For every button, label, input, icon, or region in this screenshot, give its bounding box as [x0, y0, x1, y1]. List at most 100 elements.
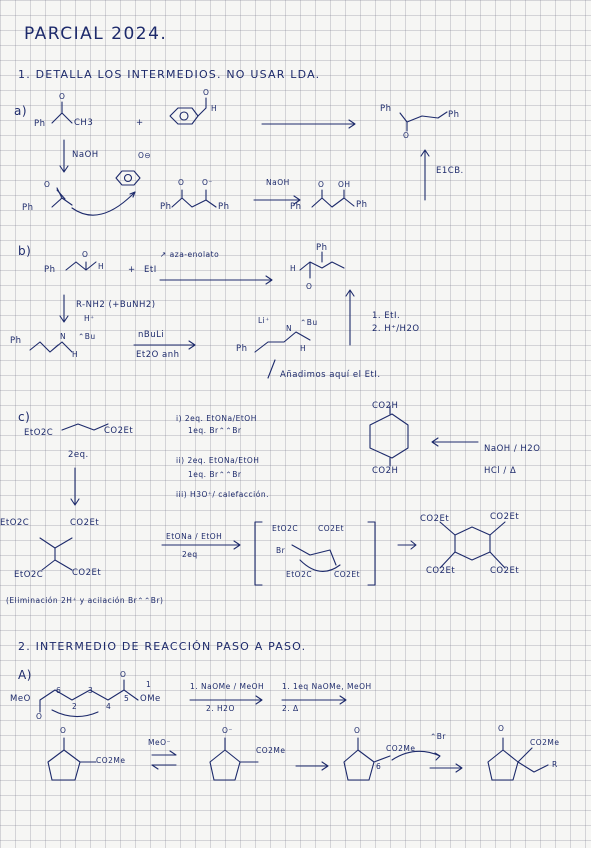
c-acid-top: CO2H: [372, 401, 399, 411]
q2a-arrow3: [295, 761, 329, 771]
a-enol-o: O: [44, 180, 51, 189]
q2a-num4: 4: [106, 702, 112, 711]
b-aza-skeleton: [254, 331, 311, 353]
q2-heading: 2. INTERMEDIO DE REACCIÓN PASO A PASO.: [18, 640, 307, 653]
q2a-arrow4: [429, 763, 463, 773]
a-prod-ph2: Ph: [448, 110, 460, 120]
a-int-o1: O: [178, 178, 185, 187]
q2a-num3: 3: [88, 686, 94, 695]
b-up-arrow: [345, 289, 355, 346]
b-note-bottom: Añadimos aquí el EtI.: [280, 370, 381, 380]
c-tetraester-skeleton: [39, 537, 73, 571]
c-cond2b: 1eq. Br⌃⌃Br: [188, 470, 242, 479]
b-amine: R-NH2 (+BuNH2): [76, 300, 156, 310]
a-enol-ph: Ph: [22, 203, 34, 213]
a-enolate-double: [56, 189, 66, 200]
a-aldol-o: O: [318, 180, 325, 189]
b-main-arrow: [159, 275, 273, 285]
c-tetra-ester3: EtO2C: [14, 570, 44, 580]
a-arrow-label: O⊖: [138, 151, 152, 160]
c-int-ester2: CO2Et: [318, 524, 345, 533]
q2a-meo-minus: MeO⁻: [148, 738, 171, 747]
c-tetra-ester1: EtO2C: [0, 518, 30, 528]
c-base-arrow: [161, 540, 241, 550]
q2a-ketoester-3: [343, 737, 391, 781]
c-int-br: Br: [276, 546, 286, 555]
q2a-cond2: 2. H2O: [206, 704, 235, 713]
q2a-k3-ester: CO2Me: [386, 744, 416, 753]
b-nbuli-arrow: [133, 340, 196, 350]
a-r1-ph: Ph: [34, 119, 46, 129]
q1b-label: b): [18, 244, 32, 258]
a-int-ph: Ph: [160, 202, 172, 212]
q2a-diester-skeleton: [39, 679, 139, 713]
c-prod-e3: CO2Et: [426, 566, 456, 576]
q2a-k4-r: R: [552, 760, 558, 769]
b-nbuli: nBuLi: [138, 330, 165, 340]
b-hplus: H⁺: [84, 314, 95, 323]
a-naoh2: NaOH: [266, 178, 290, 187]
c-prod-e2: CO2Et: [490, 512, 520, 522]
b-r-ph: Ph: [44, 265, 56, 275]
a-naoh: NaOH: [72, 150, 99, 160]
c-prod-e4: CO2Et: [490, 566, 520, 576]
a-ketone-skeleton: [51, 101, 73, 124]
b-product-skeleton: [299, 251, 345, 279]
a-naoh2-arrow: [253, 195, 301, 205]
c-int-arrow: [397, 540, 417, 550]
q2a-o-left: O: [36, 712, 43, 721]
c-right-ester: CO2Et: [104, 426, 134, 436]
a-aldol-skeleton: [311, 189, 355, 208]
b-et2o: Et2O anh: [136, 350, 180, 360]
b-imine-skeleton: [29, 341, 73, 353]
c-tetra-ester2: CO2Et: [70, 518, 100, 528]
a-benzaldehyde-ring: [169, 97, 207, 125]
q2a-num1: 1: [146, 680, 152, 689]
a-benzaldehyde-ring-2: [115, 170, 141, 186]
b-step1: 1. EtI.: [372, 311, 401, 321]
q2a-k2-ester: CO2Me: [256, 746, 286, 755]
b-eti: EtI: [144, 265, 157, 275]
a-alkoxide-skeleton: [171, 189, 217, 208]
b-imine-ph: Ph: [10, 336, 22, 346]
q2a-k3-o: O: [354, 726, 361, 735]
c-left-ester: EtO2C: [24, 428, 54, 438]
c-cond1a: i) 2eq. EtONa/EtOH: [176, 414, 257, 423]
q1c-label: c): [18, 410, 31, 424]
c-acid-bottom: CO2H: [372, 466, 399, 476]
c-tetra-ester4: CO2Et: [72, 568, 102, 578]
a-int-o2: O⁻: [202, 178, 213, 187]
a-product-skeleton: [399, 111, 448, 132]
b-aza-li: Li⁺: [258, 316, 270, 325]
q2a-product: [487, 737, 549, 781]
a-e1cb-arrow: [420, 149, 430, 201]
q2a-equil-arrows: [151, 750, 177, 770]
b-down-arrow: [59, 294, 69, 323]
q2a-arrow1: [189, 695, 263, 705]
b-step2: 2. H⁺/H2O: [372, 324, 420, 334]
q2a-o-right: O: [120, 670, 127, 679]
c-eq: 2eq.: [68, 450, 89, 460]
a-r1-ch3: CH3: [74, 118, 94, 128]
b-prod-ph: Ph: [316, 243, 328, 253]
q2a-sn2-curve: [391, 750, 441, 761]
q2a-label: A): [18, 668, 32, 682]
c-hydro1: NaOH / H2O: [484, 444, 541, 454]
c-down-arrow: [70, 467, 80, 506]
b-aza-ph: Ph: [236, 344, 248, 354]
a-plus: +: [136, 118, 144, 128]
c-int-ester1: EtO2C: [272, 524, 299, 533]
q2a-ome: OMe: [140, 694, 161, 704]
a-prod-ph1: Ph: [380, 104, 392, 114]
c-bracket: [254, 521, 376, 586]
a-r1-o: O: [59, 92, 66, 101]
c-int-skeleton: [291, 544, 337, 566]
b-aza-n: N: [286, 324, 293, 333]
page-title: PARCIAL 2024.: [24, 24, 168, 44]
b-r-h: H: [98, 262, 105, 271]
a-int-ph2: Ph: [218, 202, 230, 212]
b-aza-bu: ⌃Bu: [300, 318, 318, 327]
q1-heading: 1. DETALLA LOS INTERMEDIOS. NO USAR LDA.: [18, 68, 321, 81]
